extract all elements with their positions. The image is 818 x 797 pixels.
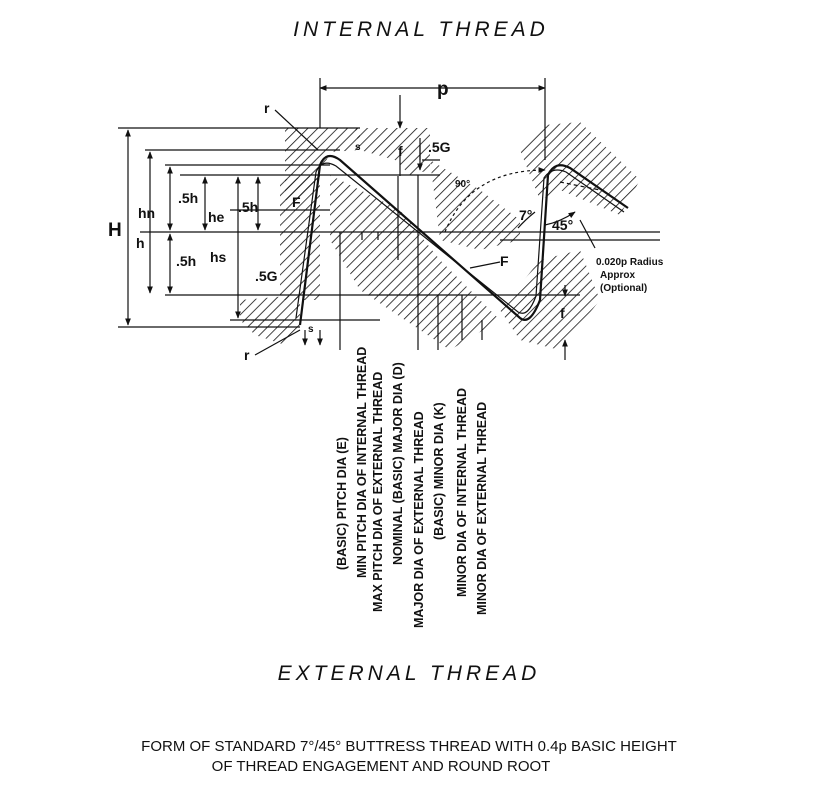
minor-dia-internal-label: MINOR DIA OF INTERNAL THREAD xyxy=(455,388,469,597)
caption-line-2: OF THREAD ENGAGEMENT AND ROUND ROOT xyxy=(211,758,551,775)
internal-thread-title: INTERNAL THREAD xyxy=(293,18,549,41)
angle-marks xyxy=(254,109,596,356)
minor-dia-external-label: MINOR DIA OF EXTERNAL THREAD xyxy=(475,402,489,615)
height-hn-label: hn xyxy=(138,205,155,221)
radius-note-line-1: 0.020p Radius xyxy=(596,257,664,268)
reference-lines xyxy=(118,127,660,328)
nominal-major-dia-label: NOMINAL (BASIC) MAJOR DIA (D) xyxy=(391,362,405,565)
external-thread-material xyxy=(240,175,600,350)
height-H-label: H xyxy=(108,220,122,241)
s-bottom-label: s xyxy=(308,324,314,335)
half-h-label-upper: .5h xyxy=(178,190,198,206)
half-G-top-label: .5G xyxy=(428,139,451,155)
radius-note-line-3: (Optional) xyxy=(600,283,647,294)
r-bottom-label: r xyxy=(244,347,250,363)
basic-pitch-dia-label: (BASIC) PITCH DIA (E) xyxy=(335,437,349,570)
basic-minor-dia-label: (BASIC) MINOR DIA (K) xyxy=(432,402,446,540)
external-thread-title: EXTERNAL THREAD xyxy=(277,662,541,685)
height-he-label: he xyxy=(208,209,225,225)
major-dia-external-label: MAJOR DIA OF EXTERNAL THREAD xyxy=(412,411,426,628)
flat-F-right-label: F xyxy=(500,253,509,269)
internal-thread-material xyxy=(285,122,640,250)
caption-line-1: FORM OF STANDARD 7°/45° BUTTRESS THREAD … xyxy=(141,738,677,755)
f-top-label: f xyxy=(398,143,403,159)
max-pitch-dia-external-label: MAX PITCH DIA OF EXTERNAL THREAD xyxy=(371,372,385,612)
half-h-label-right: .5h xyxy=(238,199,258,215)
flat-F-left-label: F xyxy=(292,194,301,210)
min-pitch-dia-internal-label: MIN PITCH DIA OF INTERNAL THREAD xyxy=(355,347,369,578)
radius-note-line-2: Approx xyxy=(600,270,635,281)
s-top-label: s xyxy=(355,142,361,153)
height-hs-label: hs xyxy=(210,249,227,265)
diameter-labels: (BASIC) PITCH DIA (E) MIN PITCH DIA OF I… xyxy=(335,175,489,628)
dimension-lines xyxy=(125,78,568,360)
fortyfive-degree-label: 45° xyxy=(552,217,573,233)
height-h-label: h xyxy=(136,235,145,251)
half-h-label-lower: .5h xyxy=(176,253,196,269)
ninety-degree-label: 90° xyxy=(455,179,470,190)
half-G-left-label: .5G xyxy=(255,268,278,284)
pitch-label: p xyxy=(437,79,449,100)
thread-profile xyxy=(295,154,629,326)
f-bottom-label: f xyxy=(560,305,565,321)
seven-degree-label: 7° xyxy=(519,207,532,223)
r-top-label: r xyxy=(264,100,270,116)
